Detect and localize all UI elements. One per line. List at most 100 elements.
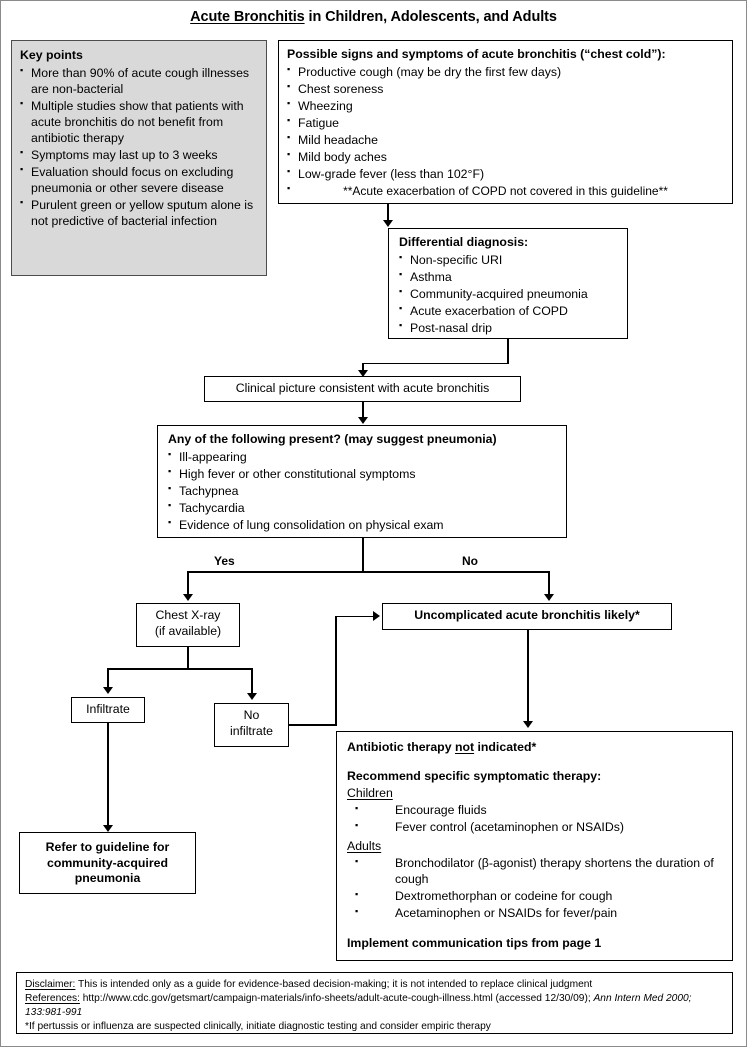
- decision-list: Ill-appearing High fever or other consti…: [168, 449, 558, 534]
- differential-list: Non-specific URI Asthma Community-acquir…: [399, 252, 619, 337]
- antibiotic-adults-label: Adults: [347, 839, 382, 854]
- connector-xray-stem: [187, 647, 189, 669]
- footer-disclaimer: Disclaimer: This is intended only as a g…: [25, 978, 724, 992]
- connector-xray-right: [251, 668, 253, 696]
- antibiotic-heading-post: indicated*: [474, 740, 537, 754]
- no-infiltrate-box: No infiltrate: [214, 703, 289, 747]
- list-item: Fever control (acetaminophen or NSAIDs): [347, 820, 724, 836]
- footer-references: References: http://www.cdc.gov/getsmart/…: [25, 992, 724, 1020]
- connector-decision-stem: [362, 538, 364, 572]
- connector-uncomplicated-antibiotic: [527, 630, 529, 724]
- arrow-down-icon: [103, 687, 113, 694]
- refer-line1: Refer to guideline for: [45, 840, 170, 854]
- clinical-picture-box: Clinical picture consistent with acute b…: [204, 376, 521, 402]
- list-item: Tachypnea: [168, 483, 558, 500]
- list-item: Community-acquired pneumonia: [399, 286, 619, 303]
- arrow-down-icon: [544, 594, 554, 601]
- antibiotic-recommend: Recommend specific symptomatic therapy:: [347, 768, 602, 783]
- list-item: More than 90% of acute cough illnesses a…: [20, 65, 258, 98]
- connector-differential-3: [362, 362, 364, 375]
- symptoms-box: Possible signs and symptoms of acute bro…: [278, 40, 733, 204]
- page-title-rest: in Children, Adolescents, and Adults: [304, 9, 557, 25]
- symptoms-note: **Acute exacerbation of COPD not covered…: [287, 183, 724, 200]
- list-item: Productive cough (may be dry the first f…: [287, 64, 724, 81]
- antibiotic-footer: Implement communication tips from page 1: [347, 936, 602, 951]
- connector-clinical-decision: [362, 402, 364, 421]
- refer-line3: pneumonia: [74, 871, 141, 886]
- connector-noinf-1: [289, 724, 336, 726]
- differential-heading: Differential diagnosis:: [399, 235, 529, 249]
- chest-xray-box: Chest X-ray (if available): [136, 603, 240, 647]
- list-item: Low-grade fever (less than 102°F): [287, 166, 724, 183]
- uncomplicated-label: Uncomplicated acute bronchitis likely*: [414, 608, 640, 622]
- key-points-heading: Key points: [20, 48, 83, 62]
- list-item: Asthma: [399, 269, 619, 286]
- decision-box: Any of the following present? (may sugge…: [157, 425, 567, 538]
- key-points-list: More than 90% of acute cough illnesses a…: [20, 65, 258, 230]
- list-item: Encourage fluids: [347, 803, 724, 819]
- refer-guideline-box: Refer to guideline for community-acquire…: [19, 832, 196, 894]
- infiltrate-box: Infiltrate: [71, 697, 145, 723]
- chest-xray-line1: Chest X-ray: [155, 608, 221, 622]
- footer-disclaimer-label: Disclaimer:: [25, 979, 76, 990]
- antibiotic-children-label: Children: [347, 786, 393, 801]
- connector-differential-1: [507, 339, 509, 364]
- no-infiltrate-line2: infiltrate: [229, 723, 274, 738]
- differential-diagnosis-box: Differential diagnosis: Non-specific URI…: [388, 228, 628, 339]
- connector-infiltrate-refer: [107, 723, 109, 828]
- list-item: Post-nasal drip: [399, 320, 619, 337]
- antibiotic-heading-pre: Antibiotic therapy: [347, 740, 455, 754]
- infiltrate-label: Infiltrate: [86, 702, 130, 716]
- list-item: Wheezing: [287, 98, 724, 115]
- connector-symptoms-differential: [387, 204, 389, 224]
- key-points-box: Key points More than 90% of acute cough …: [11, 40, 267, 276]
- arrow-down-icon: [183, 594, 193, 601]
- connector-noinf-2: [335, 615, 337, 726]
- arrow-down-icon: [523, 721, 533, 728]
- connector-xray-left: [107, 668, 109, 689]
- list-item: Mild headache: [287, 132, 724, 149]
- list-item: Fatigue: [287, 115, 724, 132]
- antibiotic-children-list: Encourage fluids Fever control (acetamin…: [347, 803, 724, 836]
- list-item: Evidence of lung consolidation on physic…: [168, 517, 558, 534]
- connector-differential-2: [362, 362, 508, 365]
- list-item: High fever or other constitutional sympt…: [168, 466, 558, 483]
- list-item: Multiple studies show that patients with…: [20, 98, 258, 147]
- refer-line2: community-acquired: [47, 855, 168, 870]
- list-item: Tachycardia: [168, 500, 558, 517]
- list-item: Chest soreness: [287, 81, 724, 98]
- list-item: Symptoms may last up to 3 weeks: [20, 147, 258, 164]
- page-title-underlined: Acute Bronchitis: [190, 9, 305, 25]
- antibiotic-heading: Antibiotic therapy not indicated*: [347, 740, 724, 756]
- arrow-down-icon: [103, 825, 113, 832]
- chest-xray-line2: (if available): [154, 623, 222, 638]
- list-item: Bronchodilator (β-agonist) therapy short…: [347, 856, 724, 888]
- connector-noinf-3: [335, 615, 375, 618]
- connector-decision-split: [187, 571, 549, 573]
- connector-xray-split: [107, 668, 252, 670]
- no-infiltrate-line1: No: [243, 708, 260, 722]
- list-item: Non-specific URI: [399, 252, 619, 269]
- page-title: Acute Bronchitis in Children, Adolescent…: [1, 9, 746, 25]
- arrow-down-icon: [383, 220, 393, 227]
- list-item: Mild body aches: [287, 149, 724, 166]
- footer-box: Disclaimer: This is intended only as a g…: [16, 972, 733, 1034]
- arrow-down-icon: [358, 370, 368, 377]
- list-item: Purulent green or yellow sputum alone is…: [20, 197, 258, 230]
- footer-note: *If pertussis or influenza are suspected…: [25, 1020, 491, 1032]
- decision-heading: Any of the following present? (may sugge…: [168, 432, 497, 446]
- antibiotic-heading-not: not: [454, 740, 475, 754]
- list-item: Ill-appearing: [168, 449, 558, 466]
- footer-disclaimer-text: This is intended only as a guide for evi…: [75, 979, 593, 990]
- arrow-down-icon: [358, 417, 368, 424]
- antibiotic-adults-list: Bronchodilator (β-agonist) therapy short…: [347, 856, 724, 922]
- arrow-right-icon: [373, 611, 380, 621]
- arrow-down-icon: [247, 693, 257, 700]
- footer-references-text: http://www.cdc.gov/getsmart/campaign-mat…: [79, 992, 594, 1004]
- list-item: Evaluation should focus on excluding pne…: [20, 164, 258, 197]
- symptoms-heading: Possible signs and symptoms of acute bro…: [287, 47, 666, 61]
- list-item: Acetaminophen or NSAIDs for fever/pain: [347, 906, 724, 922]
- footer-references-citation: Ann Intern Med 2000; 133:981-991: [25, 992, 692, 1018]
- antibiotic-therapy-box: Antibiotic therapy not indicated* Recomm…: [336, 731, 733, 961]
